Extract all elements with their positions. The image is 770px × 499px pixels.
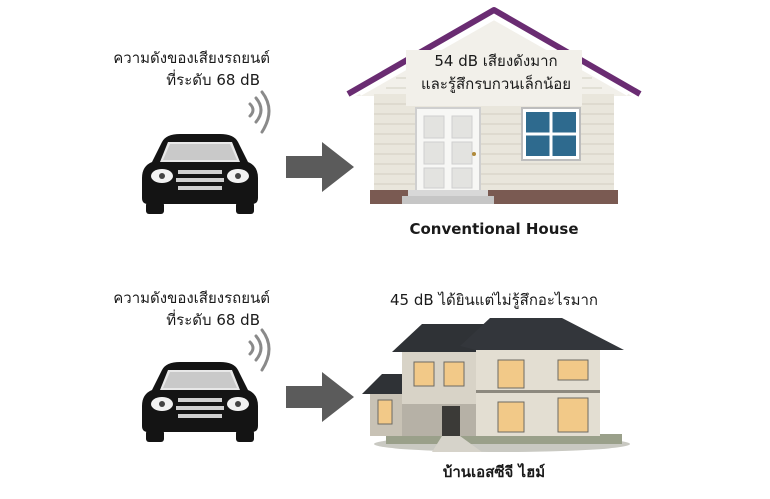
house-note-top-line1: 54 dB เสียงดังมาก	[434, 52, 558, 70]
house-caption-bottom: บ้านเอสซีจี ไฮม์	[442, 463, 546, 481]
arrow-right-icon	[286, 372, 354, 422]
sound-wave-icon	[248, 90, 271, 134]
car-noise-label-line1: ความดังของเสียงรถยนต์	[113, 289, 270, 307]
car-noise-label-bottom: ความดังของเสียงรถยนต์ ที่ระดับ 68 dB	[40, 288, 270, 332]
house-note-top: 54 dB เสียงดังมาก และรู้สึกรบกวนเล็กน้อย	[380, 50, 612, 95]
modern-house-icon	[362, 318, 630, 452]
car-noise-label-line2: ที่ระดับ 68 dB	[166, 310, 260, 329]
house-note-top-line2: และรู้สึกรบกวนเล็กน้อย	[421, 74, 571, 93]
car-noise-label-top: ความดังของเสียงรถยนต์ ที่ระดับ 68 dB	[40, 48, 270, 92]
conventional-house-icon	[346, 7, 642, 204]
arrow-right-icon	[286, 142, 354, 192]
car-noise-label-line1: ความดังของเสียงรถยนต์	[113, 49, 270, 67]
car-icon	[142, 362, 258, 442]
car-icon	[142, 134, 258, 214]
house-caption-top: Conventional House	[409, 220, 579, 238]
sound-wave-icon	[248, 328, 271, 372]
house-note-bottom: 45 dB ได้ยินแต่ไม่รู้สึกอะไรมาก	[390, 291, 598, 309]
car-noise-label-line2: ที่ระดับ 68 dB	[166, 70, 260, 89]
